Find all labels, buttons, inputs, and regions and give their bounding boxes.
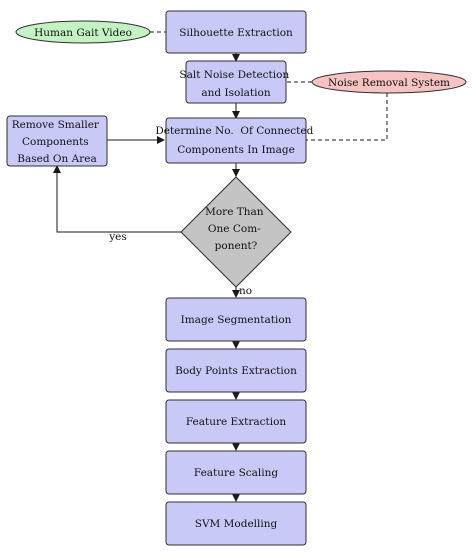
edge-label-yes: yes (108, 231, 127, 243)
remove-smaller-line-2: Components (22, 136, 89, 148)
pipeline-step-feature-scaling: Feature Scaling (165, 450, 307, 495)
feature-extraction-box (165, 399, 307, 444)
svm-label: SVM Modelling (195, 518, 278, 530)
edge-label-no: no (239, 285, 252, 297)
decision-line-1: More Than (205, 206, 264, 218)
body-points-label: Body Points Extraction (175, 365, 297, 377)
feature-scaling-box (165, 450, 307, 495)
silhouette-extraction-node: Silhouette Extraction (165, 10, 307, 54)
silhouette-extraction-label: Silhouette Extraction (179, 27, 293, 39)
svm-box (165, 501, 307, 546)
body-points-box (165, 348, 307, 393)
decision-label: More Than One Com- ponent? (205, 206, 267, 252)
decision-diamond (180, 176, 292, 288)
input-ellipse (15, 20, 151, 44)
decision-node: More Than One Com- ponent? (180, 176, 292, 288)
input-label: Human Gait Video (34, 27, 132, 39)
arrow-decision-yes-to-remove-small (53, 165, 182, 233)
pipeline-step-body-points: Body Points Extraction (165, 348, 307, 393)
silhouette-extraction-box (165, 10, 307, 54)
segmentation-box (165, 297, 307, 342)
silhouette-extraction-line-1: Silhouette Extraction (179, 27, 293, 39)
pipeline-step-svm: SVM Modelling (165, 501, 307, 546)
feature-extraction-label: Feature Extraction (186, 416, 287, 428)
salt-noise-node: Salt Noise Detection and Isolation (179, 60, 292, 104)
remove-smaller-box (6, 115, 108, 167)
decision-line-2: One Com- (208, 223, 261, 235)
salt-noise-box (185, 60, 287, 104)
connected-components-line-1: Determine No. Of Connected (155, 125, 313, 137)
pipeline-step-feature-extraction: Feature Extraction (165, 399, 307, 444)
salt-noise-line-2: and Isolation (201, 87, 270, 99)
connectors (53, 31, 388, 502)
connected-components-box (165, 117, 307, 164)
input-node: Human Gait Video (15, 20, 151, 44)
remove-smaller-node: Remove Smaller Components Based On Area (6, 115, 108, 167)
connected-components-label: Determine No. Of Connected Components In… (155, 125, 316, 156)
dashed-link-noise-system-to-connected (306, 93, 388, 141)
salt-noise-line-1: Salt Noise Detection (179, 69, 289, 81)
remove-smaller-line-1: Remove Smaller (12, 119, 100, 131)
noise-removal-system-label: Noise Removal System (328, 77, 450, 89)
connected-components-node: Determine No. Of Connected Components In… (155, 117, 316, 164)
remove-smaller-label: Remove Smaller Components Based On Area (12, 119, 103, 165)
pipeline-step-segmentation: Image Segmentation (165, 297, 307, 342)
decision-line-3: ponent? (215, 240, 258, 252)
segmentation-label: Image Segmentation (181, 314, 292, 326)
noise-removal-system-node: Noise Removal System (311, 70, 467, 94)
remove-smaller-line-3: Based On Area (17, 153, 96, 165)
salt-noise-label: Salt Noise Detection and Isolation (179, 69, 292, 99)
feature-scaling-label: Feature Scaling (194, 467, 279, 479)
noise-removal-system-ellipse (311, 70, 467, 94)
connected-components-line-2: Components In Image (177, 144, 295, 156)
